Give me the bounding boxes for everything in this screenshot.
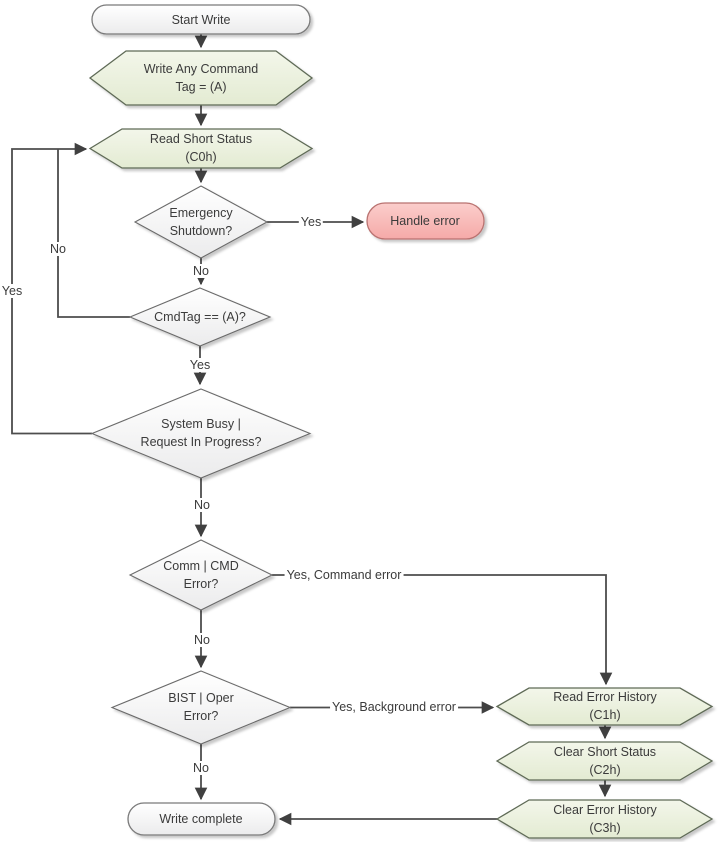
clear-error-history-hexagon (495, 799, 714, 839)
edge-busy-yes (11, 142, 92, 435)
handle-error-shape (366, 202, 485, 240)
emergency-shutdown-diamond (133, 185, 269, 259)
comm-cmd-error-diamond (128, 539, 274, 611)
start-terminator-shape (91, 4, 311, 35)
read-short-status-hexagon (88, 128, 314, 169)
bist-oper-error-diamond (110, 670, 292, 745)
node-shapes (88, 4, 714, 839)
edge-cmdtag-no (57, 149, 130, 318)
read-error-history-hexagon (495, 687, 714, 726)
system-busy-diamond (90, 388, 312, 479)
clear-short-status-hexagon (495, 741, 714, 781)
cmdtag-diamond (128, 287, 272, 347)
edge-comm-yes (272, 574, 613, 686)
write-any-command-hexagon (88, 50, 314, 106)
write-complete-terminator-shape (127, 802, 276, 836)
